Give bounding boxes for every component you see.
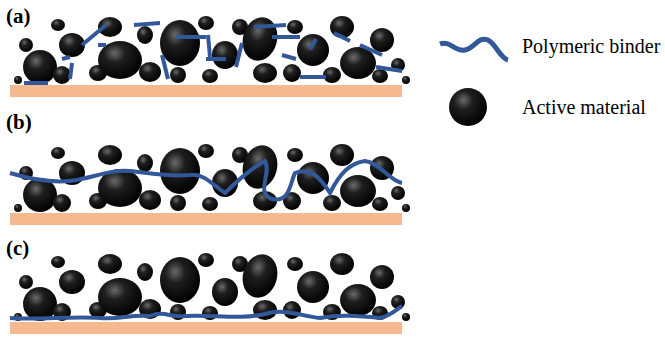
legend-text: Polymeric binder [522, 35, 660, 58]
panel-label: (b) [6, 110, 32, 134]
legend-particle-sample [449, 88, 487, 126]
current-collector [10, 85, 402, 97]
panel-label: (c) [6, 236, 29, 260]
legend-binder-sample [440, 39, 508, 60]
panel-label: (a) [6, 4, 31, 28]
binder-chain [10, 306, 402, 319]
current-collector [10, 213, 402, 225]
binder-chain [10, 161, 402, 200]
legend-text: Active material [522, 96, 646, 119]
current-collector [10, 322, 402, 334]
binder-segments [24, 23, 402, 83]
panel-c-electrode [10, 250, 410, 334]
panel-b-electrode [10, 141, 410, 225]
panel-a-electrode [10, 13, 410, 97]
